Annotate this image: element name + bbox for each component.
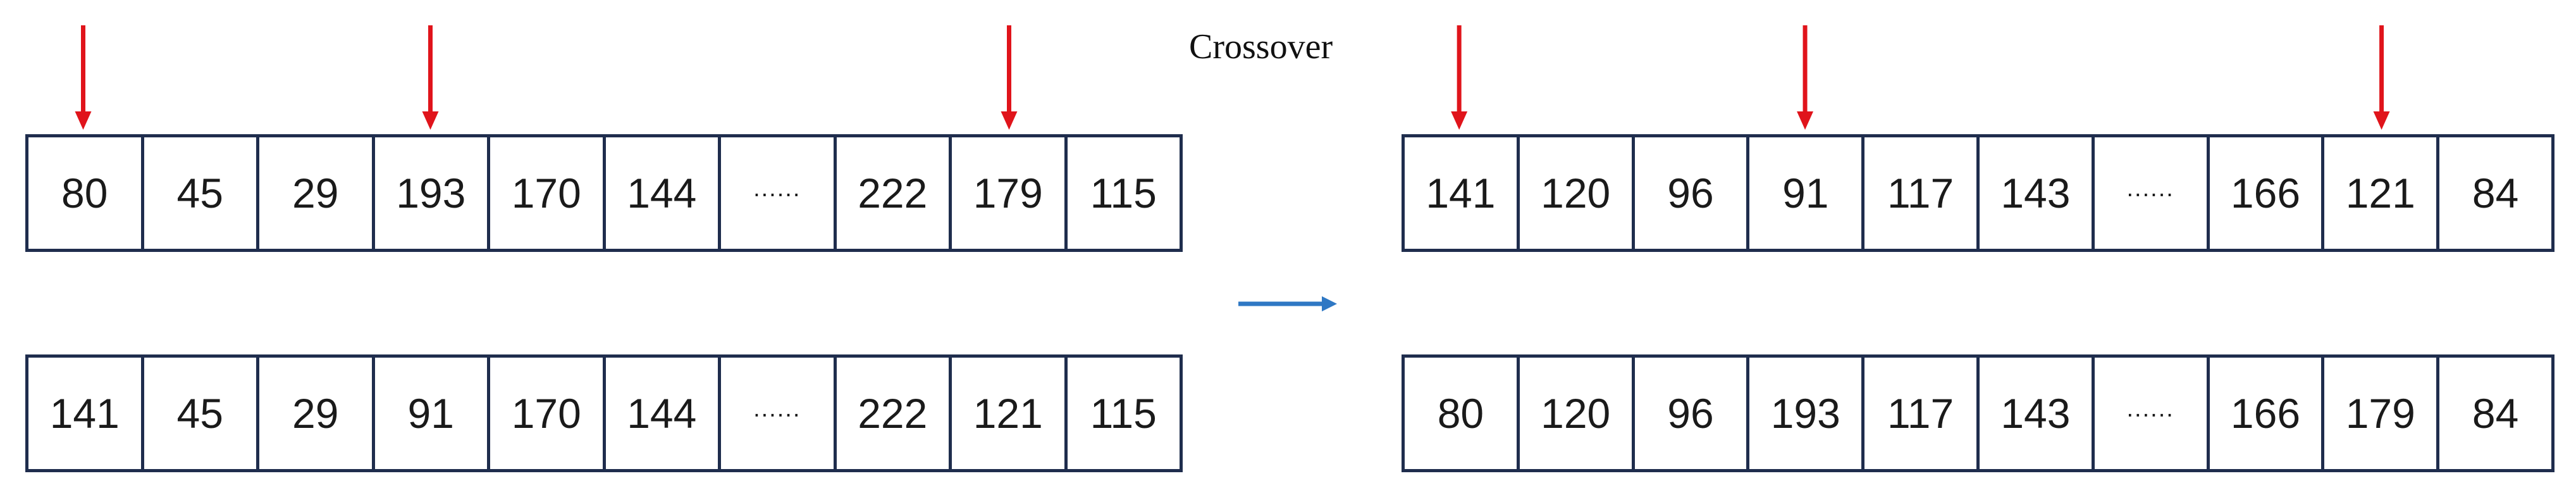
flow-arrow <box>1238 296 1337 311</box>
gene-cell: 80 <box>1405 358 1520 469</box>
gene-cell: 96 <box>1635 358 1750 469</box>
gene-cell: 141 <box>28 358 144 469</box>
gene-cell: 91 <box>1749 137 1865 249</box>
crossover-title: Crossover <box>1189 27 1333 66</box>
gene-cell: 115 <box>1090 170 1157 216</box>
gene-ellipsis: ...... <box>2095 137 2210 249</box>
gene-cell: 29 <box>259 358 375 469</box>
crossover-marker-arrow <box>422 25 439 130</box>
gene-cell: 222 <box>837 358 952 469</box>
gene-cell: 117 <box>1864 358 1980 469</box>
gene-cell: 120 <box>1520 137 1635 249</box>
gene-cell: 144 <box>606 358 721 469</box>
gene-cell: 170 <box>490 137 606 249</box>
gene-cell: 29 <box>259 137 375 249</box>
gene-cell: 80 <box>28 137 144 249</box>
gene-cell: 91 <box>375 358 490 469</box>
gene-cell: 170 <box>490 358 606 469</box>
gene-cell: 193 <box>1749 358 1865 469</box>
gene-cell: 96 <box>1635 137 1750 249</box>
gene-ellipsis: ...... <box>2095 358 2210 469</box>
gene-cell: 120 <box>1520 358 1635 469</box>
gene-cell: 117 <box>1864 137 1980 249</box>
gene-ellipsis: ...... <box>721 137 837 249</box>
crossover-marker-arrow <box>1797 25 1814 130</box>
gene-cell: 121 <box>952 358 1068 469</box>
gene-cell: 45 <box>144 137 259 249</box>
gene-ellipsis: ...... <box>721 358 837 469</box>
gene-cell: 121 <box>2324 137 2440 249</box>
crossover-marker-arrow <box>75 25 92 130</box>
crossover-marker-arrow <box>1451 25 1468 130</box>
gene-cell: 166 <box>2210 358 2325 469</box>
gene-cell: 179 <box>2324 358 2440 469</box>
gene-cell: 141 <box>1405 137 1520 249</box>
gene-cell: 84 <box>2472 390 2519 437</box>
gene-cell: 143 <box>1980 137 2095 249</box>
gene-cell: 222 <box>837 137 952 249</box>
gene-cell: 84 <box>2472 170 2519 216</box>
gene-cell: 166 <box>2210 137 2325 249</box>
gene-cell: 115 <box>1090 390 1157 437</box>
gene-cell: 193 <box>375 137 490 249</box>
crossover-marker-arrow <box>1001 25 1018 130</box>
crossover-marker-arrow <box>2373 25 2390 130</box>
gene-cell: 45 <box>144 358 259 469</box>
gene-cell: 179 <box>952 137 1068 249</box>
gene-cell: 143 <box>1980 358 2095 469</box>
gene-cell: 144 <box>606 137 721 249</box>
